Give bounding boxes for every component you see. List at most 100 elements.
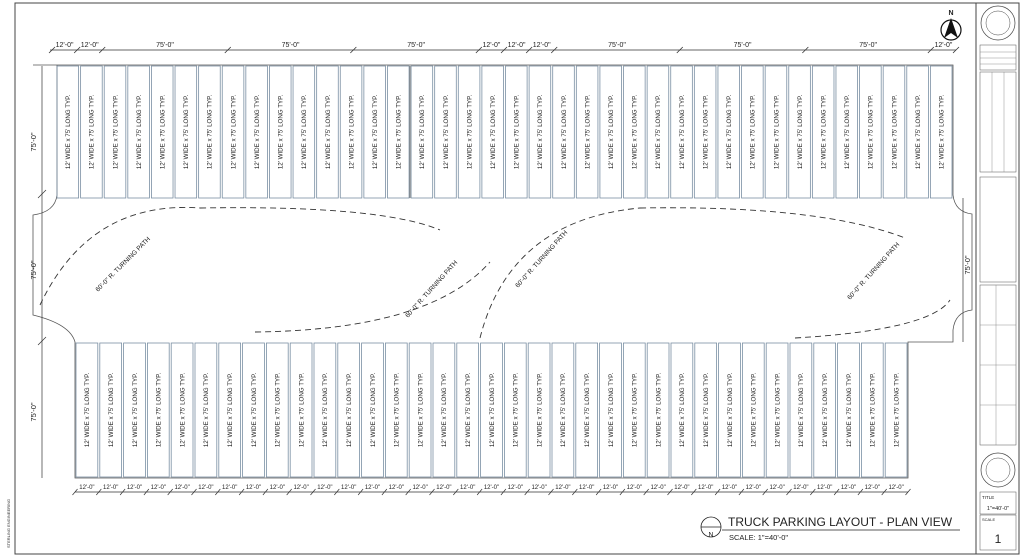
top-stall-label: 12' WIDE x 75' LONG TYP. xyxy=(537,95,544,170)
top-stall xyxy=(859,65,882,199)
bottom-dim-tick xyxy=(238,488,245,496)
bottom-stall xyxy=(194,342,218,478)
top-dimension-text: 12'-0" xyxy=(81,42,99,49)
top-stall-label: 12' WIDE x 75' LONG TYP. xyxy=(372,95,379,170)
bottom-dim-tick xyxy=(619,488,626,496)
engineer-seal-top-inner xyxy=(985,10,1011,36)
bottom-dimension-text: 12'-0" xyxy=(627,485,642,491)
right-mid-dimension: 75'-0" xyxy=(963,255,972,274)
top-dimension-text: 12'-0" xyxy=(56,42,74,49)
top-dim-tick xyxy=(802,46,809,54)
bottom-dim-tick xyxy=(215,488,221,496)
bottom-dimension-text: 12'-0" xyxy=(531,485,546,491)
top-stall xyxy=(741,65,764,199)
bottom-dim-tick xyxy=(881,488,887,496)
bottom-stall xyxy=(742,342,765,478)
bottom-dim-tick xyxy=(334,488,340,496)
top-stall xyxy=(623,65,646,199)
bottom-dim-tick xyxy=(762,488,768,496)
top-stall-label: 12' WIDE x 75' LONG TYP. xyxy=(773,95,780,170)
top-stall xyxy=(316,65,339,199)
top-dim-tick xyxy=(550,46,558,54)
top-stall-label: 12' WIDE x 75' LONG TYP. xyxy=(797,95,804,170)
top-stall xyxy=(80,65,103,199)
sheet-number-box xyxy=(979,514,1017,551)
top-stall-label: 12' WIDE x 75' LONG TYP. xyxy=(655,95,662,170)
top-dim-tick xyxy=(676,46,684,54)
top-stall-label: 12' WIDE x 75' LONG TYP. xyxy=(301,95,308,170)
top-dim-tick xyxy=(224,46,232,54)
top-stall xyxy=(245,65,268,199)
bottom-stall-label: 12' WIDE x 75' LONG TYP. xyxy=(560,373,567,448)
bottom-dimension-text: 12'-0" xyxy=(79,485,94,491)
top-dim-tick xyxy=(500,46,508,54)
bottom-stall-label: 12' WIDE x 75' LONG TYP. xyxy=(156,373,163,448)
top-stall xyxy=(174,65,198,199)
bottom-stall xyxy=(813,342,836,478)
turning-path-arc-4 xyxy=(479,207,641,339)
top-stall xyxy=(151,65,174,199)
bottom-dimension-string: 12'-0" 12'-0" 12'-0" 12'-0" 12'-0" 12'-0" 12'-… xyxy=(72,485,911,496)
bottom-stall xyxy=(75,342,99,478)
bottom-dimension-text: 12'-0" xyxy=(246,485,261,491)
bottom-stall xyxy=(170,342,194,478)
top-stall-label: 12' WIDE x 75' LONG TYP. xyxy=(632,95,639,170)
bottom-stall-label: 12' WIDE x 75' LONG TYP. xyxy=(727,373,734,448)
sheet-number: 1 xyxy=(995,532,1002,546)
bottom-stall-label: 12' WIDE x 75' LONG TYP. xyxy=(893,373,900,448)
bottom-stall xyxy=(218,342,242,478)
bottom-stall-label: 12' WIDE x 75' LONG TYP. xyxy=(108,373,115,448)
bottom-dim-tick xyxy=(119,488,126,496)
top-stall xyxy=(764,65,788,199)
top-stall xyxy=(788,65,811,199)
bottom-stall-label: 12' WIDE x 75' LONG TYP. xyxy=(655,373,662,448)
top-stall-label: 12' WIDE x 75' LONG TYP. xyxy=(419,95,426,170)
bottom-dimension-text: 12'-0" xyxy=(389,485,404,491)
bottom-dim-tick xyxy=(143,488,150,496)
bottom-dim-tick xyxy=(524,488,530,496)
bottom-dim-tick xyxy=(167,488,173,496)
top-stall-row: 12' WIDE x 75' LONG TYP. 12' WIDE x 75' L… xyxy=(56,65,953,199)
bottom-dimension-text: 12'-0" xyxy=(484,485,499,491)
left-dim-tick-2 xyxy=(37,336,47,346)
top-stall xyxy=(410,65,434,199)
bottom-dimension-text: 12'-0" xyxy=(174,485,189,491)
view-symbol-letter: N xyxy=(708,532,713,539)
bottom-dim-tick xyxy=(714,488,721,496)
top-stall xyxy=(505,65,528,199)
bottom-stall xyxy=(623,342,646,478)
left-top-dimension: 75'-0" xyxy=(29,132,38,151)
top-stall-label: 12' WIDE x 75' LONG TYP. xyxy=(561,95,568,170)
bottom-dimension-text: 12'-0" xyxy=(746,485,761,491)
revision-box xyxy=(979,44,1017,71)
bottom-stall xyxy=(789,342,813,478)
bottom-stall-label: 12' WIDE x 75' LONG TYP. xyxy=(608,373,615,448)
top-dimension-text: 75'-0" xyxy=(734,42,752,49)
bottom-dim-tick xyxy=(191,488,197,496)
bottom-dimension-text: 12'-0" xyxy=(341,485,356,491)
bottom-dimension-text: 12'-0" xyxy=(769,485,784,491)
top-stall xyxy=(481,65,504,199)
top-stall-label: 12' WIDE x 75' LONG TYP. xyxy=(278,95,285,170)
top-stall-label: 12' WIDE x 75' LONG TYP. xyxy=(844,95,851,170)
bottom-dim-tick xyxy=(643,488,649,496)
bottom-stall xyxy=(289,342,313,478)
top-stall-label: 12' WIDE x 75' LONG TYP. xyxy=(160,95,167,170)
top-stall-label: 12' WIDE x 75' LONG TYP. xyxy=(325,95,332,170)
bottom-dimension-text: 12'-0" xyxy=(270,485,285,491)
bottom-dim-tick xyxy=(500,488,507,496)
top-dimension-text: 75'-0" xyxy=(282,42,300,49)
bottom-dim-tick xyxy=(738,488,745,496)
bottom-dim-tick xyxy=(357,488,364,496)
top-stall xyxy=(363,65,386,199)
turning-path-arc-6 xyxy=(794,299,951,339)
bottom-stall-label: 12' WIDE x 75' LONG TYP. xyxy=(870,373,877,448)
top-dim-tick xyxy=(48,46,56,54)
bottom-dimension-text: 12'-0" xyxy=(603,485,618,491)
bottom-stall-label: 12' WIDE x 75' LONG TYP. xyxy=(584,373,591,448)
left-bottom-dimension: 75'-0" xyxy=(29,402,38,421)
bottom-dimension-text: 12'-0" xyxy=(865,485,880,491)
bottom-dimension-text: 12'-0" xyxy=(222,485,237,491)
bottom-stall-label: 12' WIDE x 75' LONG TYP. xyxy=(513,373,520,448)
bottom-dimension-text: 12'-0" xyxy=(460,485,475,491)
